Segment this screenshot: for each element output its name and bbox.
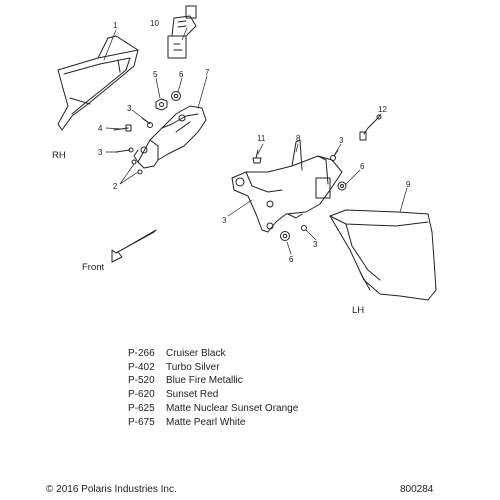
legend-color-name: Matte Pearl White <box>166 416 246 428</box>
callout-3-rh-lower: 3 <box>98 148 103 157</box>
legend-row: P-402 Turbo Silver <box>128 361 298 375</box>
screw-3-lh-bottom <box>301 225 307 231</box>
callout-11: 11 <box>257 134 266 143</box>
screw-2a <box>131 159 137 165</box>
callout-10: 10 <box>150 19 159 28</box>
diagram-number: 800284 <box>400 484 434 495</box>
callout-7: 7 <box>205 68 210 77</box>
lh-mounting-bracket <box>231 139 343 233</box>
callout-3-lh-upper: 3 <box>339 136 344 145</box>
callout-6-lh-lower: 6 <box>289 255 294 264</box>
nut-6-rh <box>171 91 181 101</box>
callout-9: 9 <box>406 180 411 189</box>
legend-code: P-620 <box>128 389 155 401</box>
connector-clip <box>167 5 197 59</box>
legend-code: P-402 <box>128 361 155 373</box>
callout-6-rh: 6 <box>179 70 184 79</box>
front-arrow <box>111 229 157 263</box>
callout-2: 2 <box>113 182 118 191</box>
screw-4 <box>113 124 132 132</box>
callout-12: 12 <box>378 105 387 114</box>
paint-color-legend: P-266 Cruiser Black P-402 Turbo Silver P-5… <box>128 347 298 429</box>
callout-1: 1 <box>113 21 118 30</box>
legend-row: P-266 Cruiser Black <box>128 347 298 361</box>
leader-lines <box>103 27 408 255</box>
screw-3-rh-upper <box>141 117 153 128</box>
legend-code: P-675 <box>128 416 155 428</box>
wire-harness <box>359 114 382 141</box>
legend-code: P-625 <box>128 402 155 414</box>
legend-color-name: Turbo Silver <box>166 361 220 373</box>
legend-color-name: Blue Fire Metallic <box>166 375 243 387</box>
screw-3-lh-upper <box>330 149 339 161</box>
callout-8: 8 <box>296 134 301 143</box>
screw-3-rh-lower <box>115 147 134 153</box>
legend-row: P-675 Matte Pearl White <box>128 416 298 430</box>
screw-3-lh-left <box>266 222 274 230</box>
legend-code: P-520 <box>128 375 155 387</box>
legend-color-name: Matte Nuclear Sunset Orange <box>166 402 299 414</box>
nut-6-lh-upper <box>337 181 347 191</box>
legend-row: P-625 Matte Nuclear Sunset Orange <box>128 402 298 416</box>
lh-label: LH <box>352 305 364 316</box>
legend-row: P-620 Sunset Red <box>128 388 298 402</box>
legend-row: P-520 Blue Fire Metallic <box>128 374 298 388</box>
nut-5 <box>155 98 168 111</box>
callout-3-rh-upper: 3 <box>127 104 132 113</box>
screw-11 <box>252 149 262 164</box>
front-label: Front <box>82 262 105 273</box>
lh-lamp-lens <box>329 209 437 301</box>
copyright-text: © 2016 Polaris Industries Inc. <box>46 484 177 495</box>
legend-color-name: Cruiser Black <box>166 348 226 359</box>
legend-code: P-266 <box>128 348 155 359</box>
callout-6-lh-upper: 6 <box>360 162 365 171</box>
rh-mounting-bracket <box>133 105 207 169</box>
callout-4: 4 <box>98 124 103 133</box>
rh-label: RH <box>52 150 66 161</box>
callout-3-lh-bottom: 3 <box>313 240 318 249</box>
callout-5: 5 <box>153 70 158 79</box>
callout-3-lh-left: 3 <box>222 216 227 225</box>
rh-lamp-bezel <box>57 35 139 131</box>
legend-color-name: Sunset Red <box>166 389 219 401</box>
nut-6-lh-lower <box>280 231 290 241</box>
screw-2b <box>137 169 143 175</box>
